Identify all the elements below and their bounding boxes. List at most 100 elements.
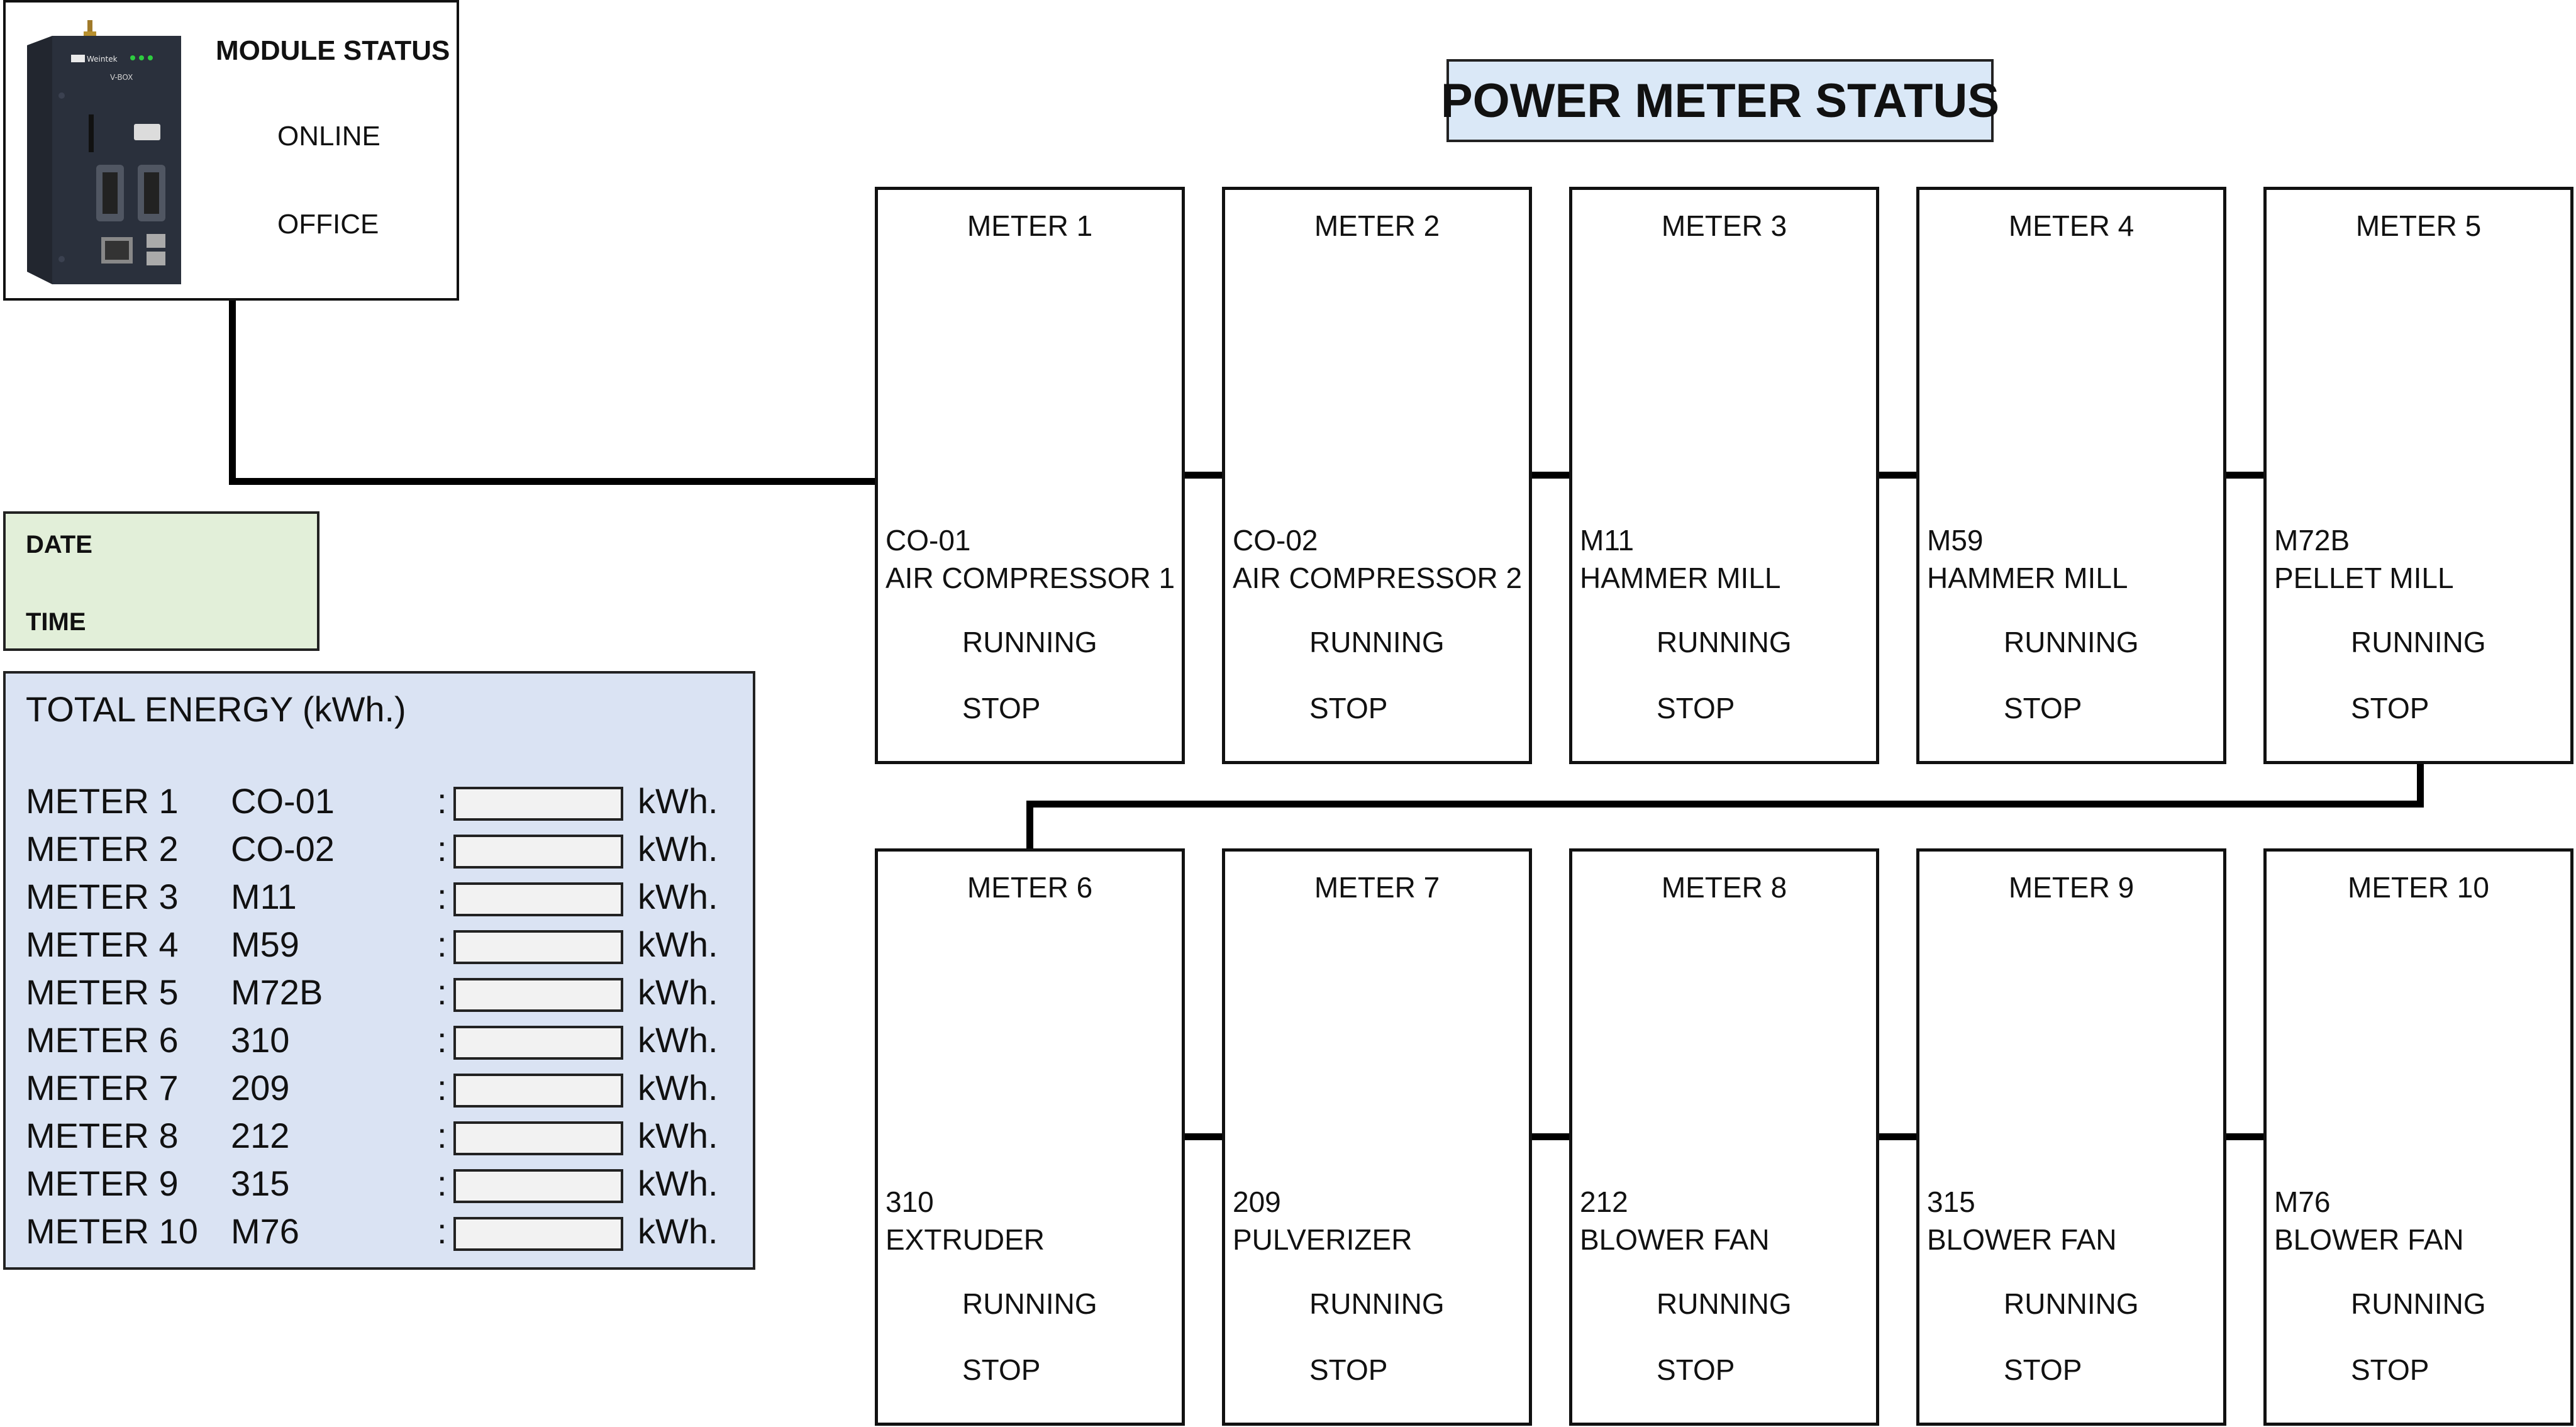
meter-code: 212 — [1580, 1185, 1628, 1218]
energy-separator: : — [437, 1163, 447, 1203]
meter-title: METER 7 — [1314, 871, 1440, 904]
svg-text:Weintek: Weintek — [87, 55, 118, 64]
energy-row: METER 5 M72B : kWh. — [6, 972, 754, 1016]
energy-value-field[interactable] — [453, 930, 623, 964]
energy-meter-code: M72B — [231, 972, 323, 1012]
meter-card-10[interactable]: METER 10 M76 BLOWER FAN RUNNING STOP — [2263, 848, 2573, 1426]
meter-description: BLOWER FAN — [1580, 1223, 1770, 1256]
energy-unit: kWh. — [638, 972, 718, 1012]
meter-description: EXTRUDER — [886, 1223, 1045, 1256]
energy-separator: : — [437, 1068, 447, 1108]
meter-card-5[interactable]: METER 5 M72B PELLET MILL RUNNING STOP — [2263, 187, 2573, 764]
energy-value-field[interactable] — [453, 978, 623, 1012]
meter-card-7[interactable]: METER 7 209 PULVERIZER RUNNING STOP — [1222, 848, 1532, 1426]
connector-line — [1026, 801, 1033, 851]
energy-meter-label: METER 2 — [26, 829, 179, 869]
module-status-panel: Weintek V-BOX MODULE STATUS ONLINE OFFIC… — [3, 0, 459, 301]
energy-unit: kWh. — [638, 1020, 718, 1060]
total-energy-panel: TOTAL ENERGY (kWh.) METER 1 CO-01 : kWh.… — [3, 671, 755, 1270]
running-indicator: RUNNING — [2004, 1287, 2139, 1320]
connector-line — [229, 301, 236, 485]
meter-card-2[interactable]: METER 2 CO-02 AIR COMPRESSOR 2 RUNNING S… — [1222, 187, 1532, 764]
energy-separator: : — [437, 1211, 447, 1251]
date-label: DATE — [26, 531, 92, 558]
stop-indicator: STOP — [2351, 692, 2429, 725]
total-energy-title: TOTAL ENERGY (kWh.) — [26, 689, 406, 729]
meter-title: METER 10 — [2348, 871, 2489, 904]
meter-title: METER 3 — [1661, 209, 1787, 242]
energy-value-field[interactable] — [453, 1121, 623, 1155]
energy-value-field[interactable] — [453, 1026, 623, 1060]
meter-description: PELLET MILL — [2274, 562, 2454, 594]
energy-meter-label: METER 7 — [26, 1068, 179, 1108]
energy-meter-code: 315 — [231, 1163, 290, 1203]
energy-meter-label: METER 4 — [26, 924, 179, 964]
stop-indicator: STOP — [2004, 1353, 2082, 1386]
energy-row: METER 4 M59 : kWh. — [6, 924, 754, 968]
energy-meter-code: M59 — [231, 924, 299, 964]
connector-line — [2226, 1133, 2267, 1140]
module-location: OFFICE — [277, 209, 379, 240]
energy-meter-label: METER 8 — [26, 1116, 179, 1155]
meter-code: M59 — [1927, 524, 1984, 557]
energy-row: METER 10 M76 : kWh. — [6, 1211, 754, 1255]
meter-card-4[interactable]: METER 4 M59 HAMMER MILL RUNNING STOP — [1916, 187, 2226, 764]
energy-row: METER 9 315 : kWh. — [6, 1163, 754, 1207]
energy-separator: : — [437, 972, 447, 1012]
meter-card-6[interactable]: METER 6 310 EXTRUDER RUNNING STOP — [875, 848, 1185, 1426]
meter-card-9[interactable]: METER 9 315 BLOWER FAN RUNNING STOP — [1916, 848, 2226, 1426]
energy-meter-label: METER 6 — [26, 1020, 179, 1060]
energy-meter-code: M11 — [231, 877, 297, 916]
energy-value-field[interactable] — [453, 882, 623, 916]
energy-meter-label: METER 9 — [26, 1163, 179, 1203]
energy-value-field[interactable] — [453, 1217, 623, 1251]
svg-text:V-BOX: V-BOX — [110, 73, 133, 82]
energy-separator: : — [437, 1020, 447, 1060]
meter-card-8[interactable]: METER 8 212 BLOWER FAN RUNNING STOP — [1569, 848, 1879, 1426]
energy-meter-code: 209 — [231, 1068, 290, 1108]
energy-meter-code: 212 — [231, 1116, 290, 1155]
running-indicator: RUNNING — [1657, 1287, 1792, 1320]
energy-unit: kWh. — [638, 1068, 718, 1108]
energy-row: METER 8 212 : kWh. — [6, 1115, 754, 1159]
running-indicator: RUNNING — [1309, 1287, 1445, 1320]
energy-meter-code: CO-02 — [231, 829, 335, 869]
energy-unit: kWh. — [638, 1163, 718, 1203]
meter-card-1[interactable]: METER 1 CO-01 AIR COMPRESSOR 1 RUNNING S… — [875, 187, 1185, 764]
connector-line — [1026, 801, 2424, 808]
energy-value-field[interactable] — [453, 787, 623, 821]
meter-description: PULVERIZER — [1233, 1223, 1413, 1256]
meter-description: AIR COMPRESSOR 1 — [886, 562, 1175, 594]
energy-value-field[interactable] — [453, 1074, 623, 1108]
meter-card-3[interactable]: METER 3 M11 HAMMER MILL RUNNING STOP — [1569, 187, 1879, 764]
running-indicator: RUNNING — [2004, 626, 2139, 658]
connector-line — [1185, 472, 1225, 479]
energy-value-field[interactable] — [453, 1169, 623, 1203]
running-indicator: RUNNING — [962, 1287, 1097, 1320]
energy-row: METER 7 209 : kWh. — [6, 1067, 754, 1111]
stop-indicator: STOP — [1657, 692, 1735, 725]
energy-meter-code: CO-01 — [231, 781, 335, 821]
energy-row: METER 6 310 : kWh. — [6, 1019, 754, 1063]
stop-indicator: STOP — [1657, 1353, 1735, 1386]
meter-title: METER 2 — [1314, 209, 1440, 242]
energy-meter-code: M76 — [231, 1211, 299, 1251]
stop-indicator: STOP — [2351, 1353, 2429, 1386]
energy-unit: kWh. — [638, 877, 718, 916]
energy-separator: : — [437, 1116, 447, 1155]
meter-description: HAMMER MILL — [1927, 562, 2128, 594]
meter-title: METER 5 — [2355, 209, 2482, 242]
connector-line — [2417, 762, 2424, 808]
meter-code: M76 — [2274, 1185, 2331, 1218]
energy-row: METER 1 CO-01 : kWh. — [6, 780, 754, 825]
energy-unit: kWh. — [638, 781, 718, 821]
energy-value-field[interactable] — [453, 835, 623, 869]
meter-code: 310 — [886, 1185, 934, 1218]
connector-line — [1185, 1133, 1225, 1140]
module-status-title: MODULE STATUS — [216, 35, 450, 66]
energy-meter-label: METER 1 — [26, 781, 179, 821]
stop-indicator: STOP — [962, 1353, 1041, 1386]
meter-code: 209 — [1233, 1185, 1281, 1218]
connector-line — [229, 478, 879, 485]
connector-line — [2226, 472, 2267, 479]
